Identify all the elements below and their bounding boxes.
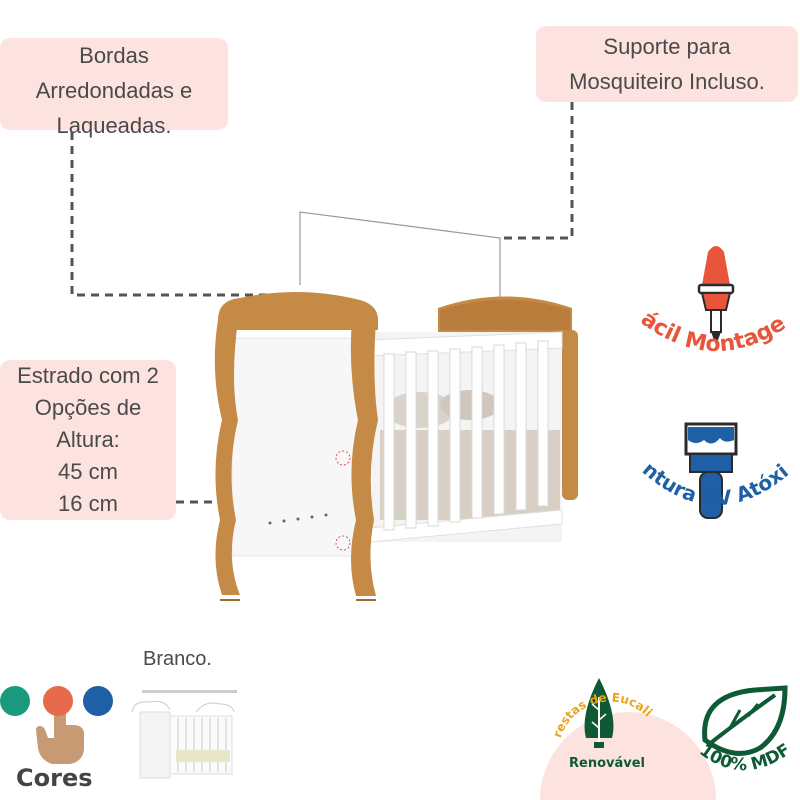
color-swatch-blue[interactable] xyxy=(83,686,113,716)
tree-icon xyxy=(584,678,614,748)
callout-mattress-base-heights: Estrado com 2 Opções de Altura: 45 cm 16… xyxy=(0,360,176,520)
callout-mosquito-net-support: Suporte para Mosquiteiro Incluso. xyxy=(536,26,798,102)
callout-line: Opções de xyxy=(34,395,142,420)
color-swatch-orange[interactable] xyxy=(43,686,73,716)
badge-renewable: Renovável xyxy=(569,756,646,771)
leaf-icon xyxy=(702,685,788,756)
height-marker-45 xyxy=(335,450,351,466)
callout-line: Suporte para xyxy=(603,34,731,59)
crib-slats xyxy=(383,340,549,531)
callout-line: Estrado com 2 xyxy=(17,363,159,388)
badge-easy-assembly-text: Fácil Montagem xyxy=(0,0,790,357)
callout-line: Arredondadas e xyxy=(35,78,193,103)
callout-line: Bordas xyxy=(79,43,149,68)
hand-pointer-icon xyxy=(36,698,84,764)
mosquito-net-frame xyxy=(299,211,501,330)
paintbrush-icon xyxy=(684,422,738,519)
variant-label: Branco. xyxy=(143,648,212,670)
leader-line-bordas xyxy=(70,132,290,297)
panel-holes xyxy=(268,513,328,525)
callout-line: Laqueadas. xyxy=(56,113,172,138)
screwdriver-icon xyxy=(697,246,735,345)
callout-line: 16 cm xyxy=(58,491,118,516)
variant-thumbnail[interactable] xyxy=(131,690,237,779)
height-marker-16 xyxy=(335,535,351,551)
colors-label: Cores xyxy=(16,764,93,792)
callout-rounded-edges: Bordas Arredondadas e Laqueadas. xyxy=(0,38,228,138)
color-swatch-green[interactable] xyxy=(0,686,30,716)
callout-line: 45 cm xyxy=(58,459,118,484)
leader-line-suporte xyxy=(500,102,574,240)
crib-side-panel xyxy=(231,337,371,557)
crib-front-headboard xyxy=(214,291,378,601)
eco-badge-background xyxy=(540,712,716,800)
badge-easy-assembly: Fácil Montagem xyxy=(0,0,790,357)
callout-line: Altura: xyxy=(56,427,120,452)
callout-line: Mosquiteiro Incluso. xyxy=(569,69,765,94)
